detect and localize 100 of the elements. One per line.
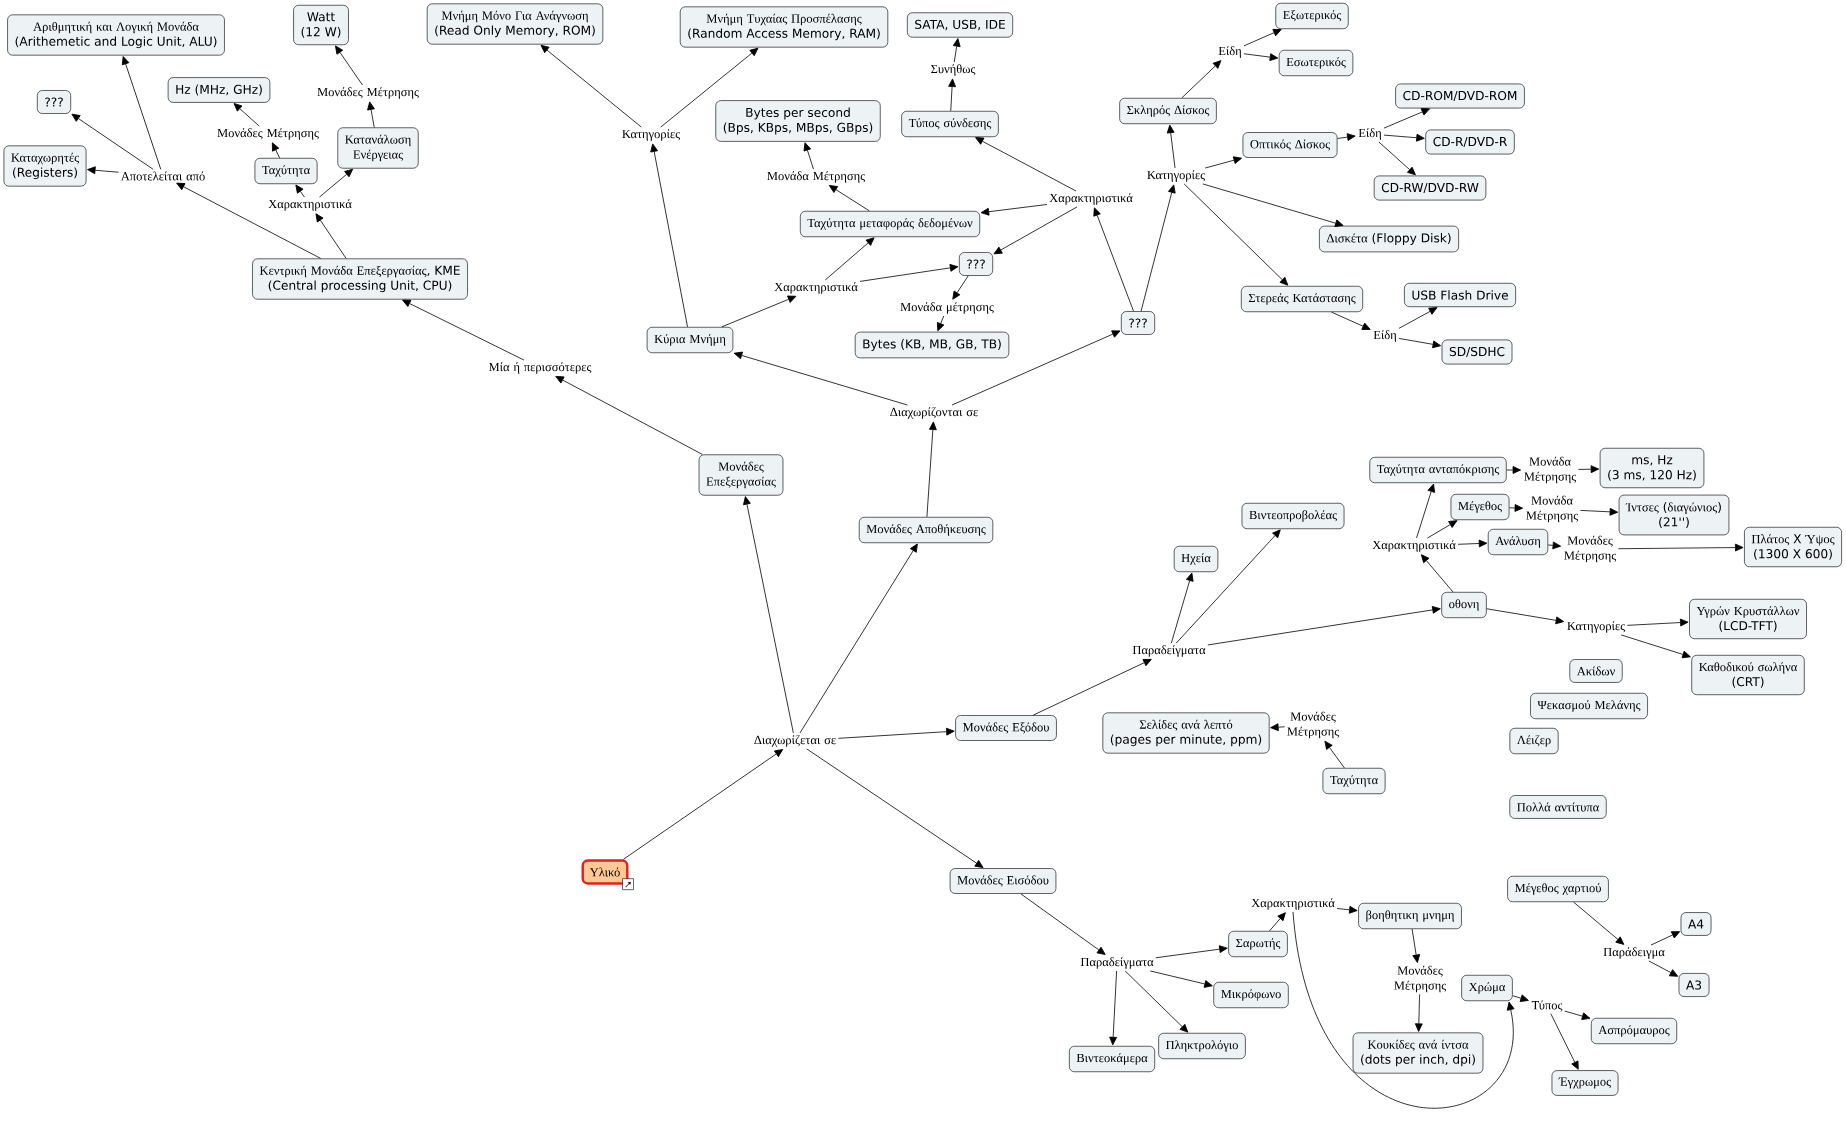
arrow [1620, 634, 1691, 659]
concept-box: Καθοδικού σωλήνα (CRT) [1691, 654, 1805, 696]
arrow [1378, 141, 1416, 176]
concept-box: Ταχύτητα ανταπόκρισης [1369, 456, 1507, 484]
arrow [176, 182, 321, 259]
concept-box: Μονάδες Αποθήκευσης [858, 516, 994, 544]
concept-box: Υγρών Κρυστάλλων (LCD-TFT) [1689, 598, 1807, 640]
arrow [1336, 905, 1358, 914]
linking-phrase: Μονάδα Μέτρησης [767, 171, 865, 183]
arrow [859, 264, 959, 282]
arrow [319, 168, 354, 198]
concept-box: Αριθμητική και Λογική Μονάδα (Arithemetic and Logic Unit, ALU) [7, 14, 225, 56]
linking-phrase: Χαρακτηριστικά [1251, 898, 1335, 910]
arrow [1166, 124, 1176, 169]
arrow [1457, 539, 1488, 548]
arrow [1109, 970, 1117, 1046]
concept-box: SATA, USB, IDE [906, 12, 1014, 38]
linking-phrase: Είδη [1218, 46, 1242, 58]
arrow [271, 142, 280, 159]
arrow [1420, 554, 1454, 593]
concept-box: Μνήμη Τυχαίας Προσπέλασης (Random Access Memory, RAM) [679, 6, 889, 48]
linking-phrase: Μονάδες Μέτρησης [1287, 711, 1340, 739]
arrow [1648, 960, 1679, 977]
arrow [1207, 606, 1441, 646]
arrow [952, 275, 969, 300]
arrow [980, 204, 1048, 216]
arrow [1183, 183, 1289, 286]
arrow [1414, 994, 1423, 1032]
arrow [1204, 156, 1242, 169]
concept-box: Λέιζερ [1509, 727, 1559, 755]
linking-phrase: Μονάδες Μέτρησης [1394, 965, 1447, 993]
arrow [1202, 183, 1344, 227]
arrow [951, 330, 1121, 406]
concept-box: Βιντεοκάμερα [1068, 1045, 1156, 1073]
linking-phrase: Διαχωρίζεται σε [754, 735, 836, 747]
arrow [1486, 608, 1565, 625]
concept-box: Οπτικός Δίσκος [1242, 132, 1338, 158]
concept-box: Ίντσες (διαγώνιος) (21'') [1618, 494, 1730, 536]
linking-phrase: Χαρακτηριστικά [268, 199, 352, 211]
arrow [555, 376, 703, 455]
concept-box: ms, Hz (3 ms, 120 Hz) [1599, 447, 1705, 489]
arrow [1578, 465, 1600, 474]
linking-phrase: Μονάδα Μέτρησης [1524, 456, 1577, 484]
arrow [1580, 507, 1619, 516]
linking-phrase: Μονάδα Μέτρησης [1526, 495, 1579, 523]
concept-box: Σελίδες ανά λεπτό (pages per minute, ppm) [1102, 712, 1270, 754]
linking-phrase: Διαχωρίζονται σε [890, 407, 978, 419]
linking-phrase: Παραδείγματα [1080, 957, 1154, 969]
concept-box: Στερεάς Κατάστασης [1240, 285, 1364, 313]
arrow [402, 299, 525, 361]
arrow [1547, 541, 1562, 550]
arrow [121, 56, 162, 170]
concept-box: Ταχύτητα μεταφοράς δεδομένων [799, 210, 981, 238]
linking-phrase: Είδη [1358, 128, 1382, 140]
arrow [1270, 723, 1285, 732]
linking-phrase: Κατηγορίες [1147, 170, 1205, 182]
arrow [993, 206, 1078, 255]
concept-box: ??? [1120, 311, 1156, 335]
concept-box: A3 [1678, 973, 1710, 997]
arrow [233, 103, 260, 127]
concept-box: Μέγεθος [1450, 493, 1510, 521]
arrow [1181, 60, 1222, 99]
concept-box: ??? [958, 252, 994, 276]
linking-phrase: Χαρακτηριστικά [774, 282, 858, 294]
arrow [799, 543, 918, 734]
concept-box: Μικρόφωνο [1213, 981, 1289, 1009]
arrow [1331, 311, 1371, 330]
arrow [660, 47, 759, 128]
arrow [87, 166, 119, 175]
concept-box: Δισκέτα (Floppy Disk) [1319, 225, 1460, 253]
arrow [1626, 618, 1689, 627]
arrow [721, 295, 797, 328]
linking-phrase: Κατηγορίες [622, 129, 680, 141]
linking-phrase: Παράδειγμα [1603, 947, 1665, 959]
linking-phrase: Μονάδα μέτρησης [900, 302, 994, 314]
concept-box: ??? [36, 90, 72, 114]
arrow [1243, 53, 1279, 61]
arrow [622, 749, 784, 860]
linking-phrase: Παραδείγματα [1132, 645, 1206, 657]
concept-box: Πολλά αντίτυπα [1509, 795, 1607, 819]
arrow [1383, 108, 1430, 129]
concept-box: Hz (MHz, GHz) [167, 77, 271, 103]
concept-box: Κεντρική Μονάδα Επεξεργασίας, KME (Central processing Unit, CPU) [252, 258, 468, 300]
arrow [1020, 893, 1106, 955]
concept-box: Ηχεία [1173, 545, 1219, 573]
arrow [1550, 1013, 1579, 1070]
linking-phrase: Μονάδες Μέτρησης [317, 87, 419, 99]
concept-box: CD-ROM/DVD-ROM [1395, 83, 1525, 109]
concept-box: CD-R/DVD-R [1425, 129, 1515, 155]
concept-box: Εξωτερικός [1275, 2, 1349, 30]
concept-box: Χρώμα [1461, 974, 1513, 1002]
arrow [1509, 504, 1524, 512]
arrow [1170, 572, 1194, 644]
arrow [1564, 1010, 1591, 1020]
concept-box: Ταχύτητα [254, 157, 318, 185]
linking-phrase: Μία ή περισσότερες [488, 362, 592, 374]
arrow [1416, 483, 1435, 539]
arrow [1650, 931, 1681, 946]
arrow [1149, 970, 1213, 988]
concept-box: Μονάδες Επεξεργασίας [698, 454, 784, 496]
